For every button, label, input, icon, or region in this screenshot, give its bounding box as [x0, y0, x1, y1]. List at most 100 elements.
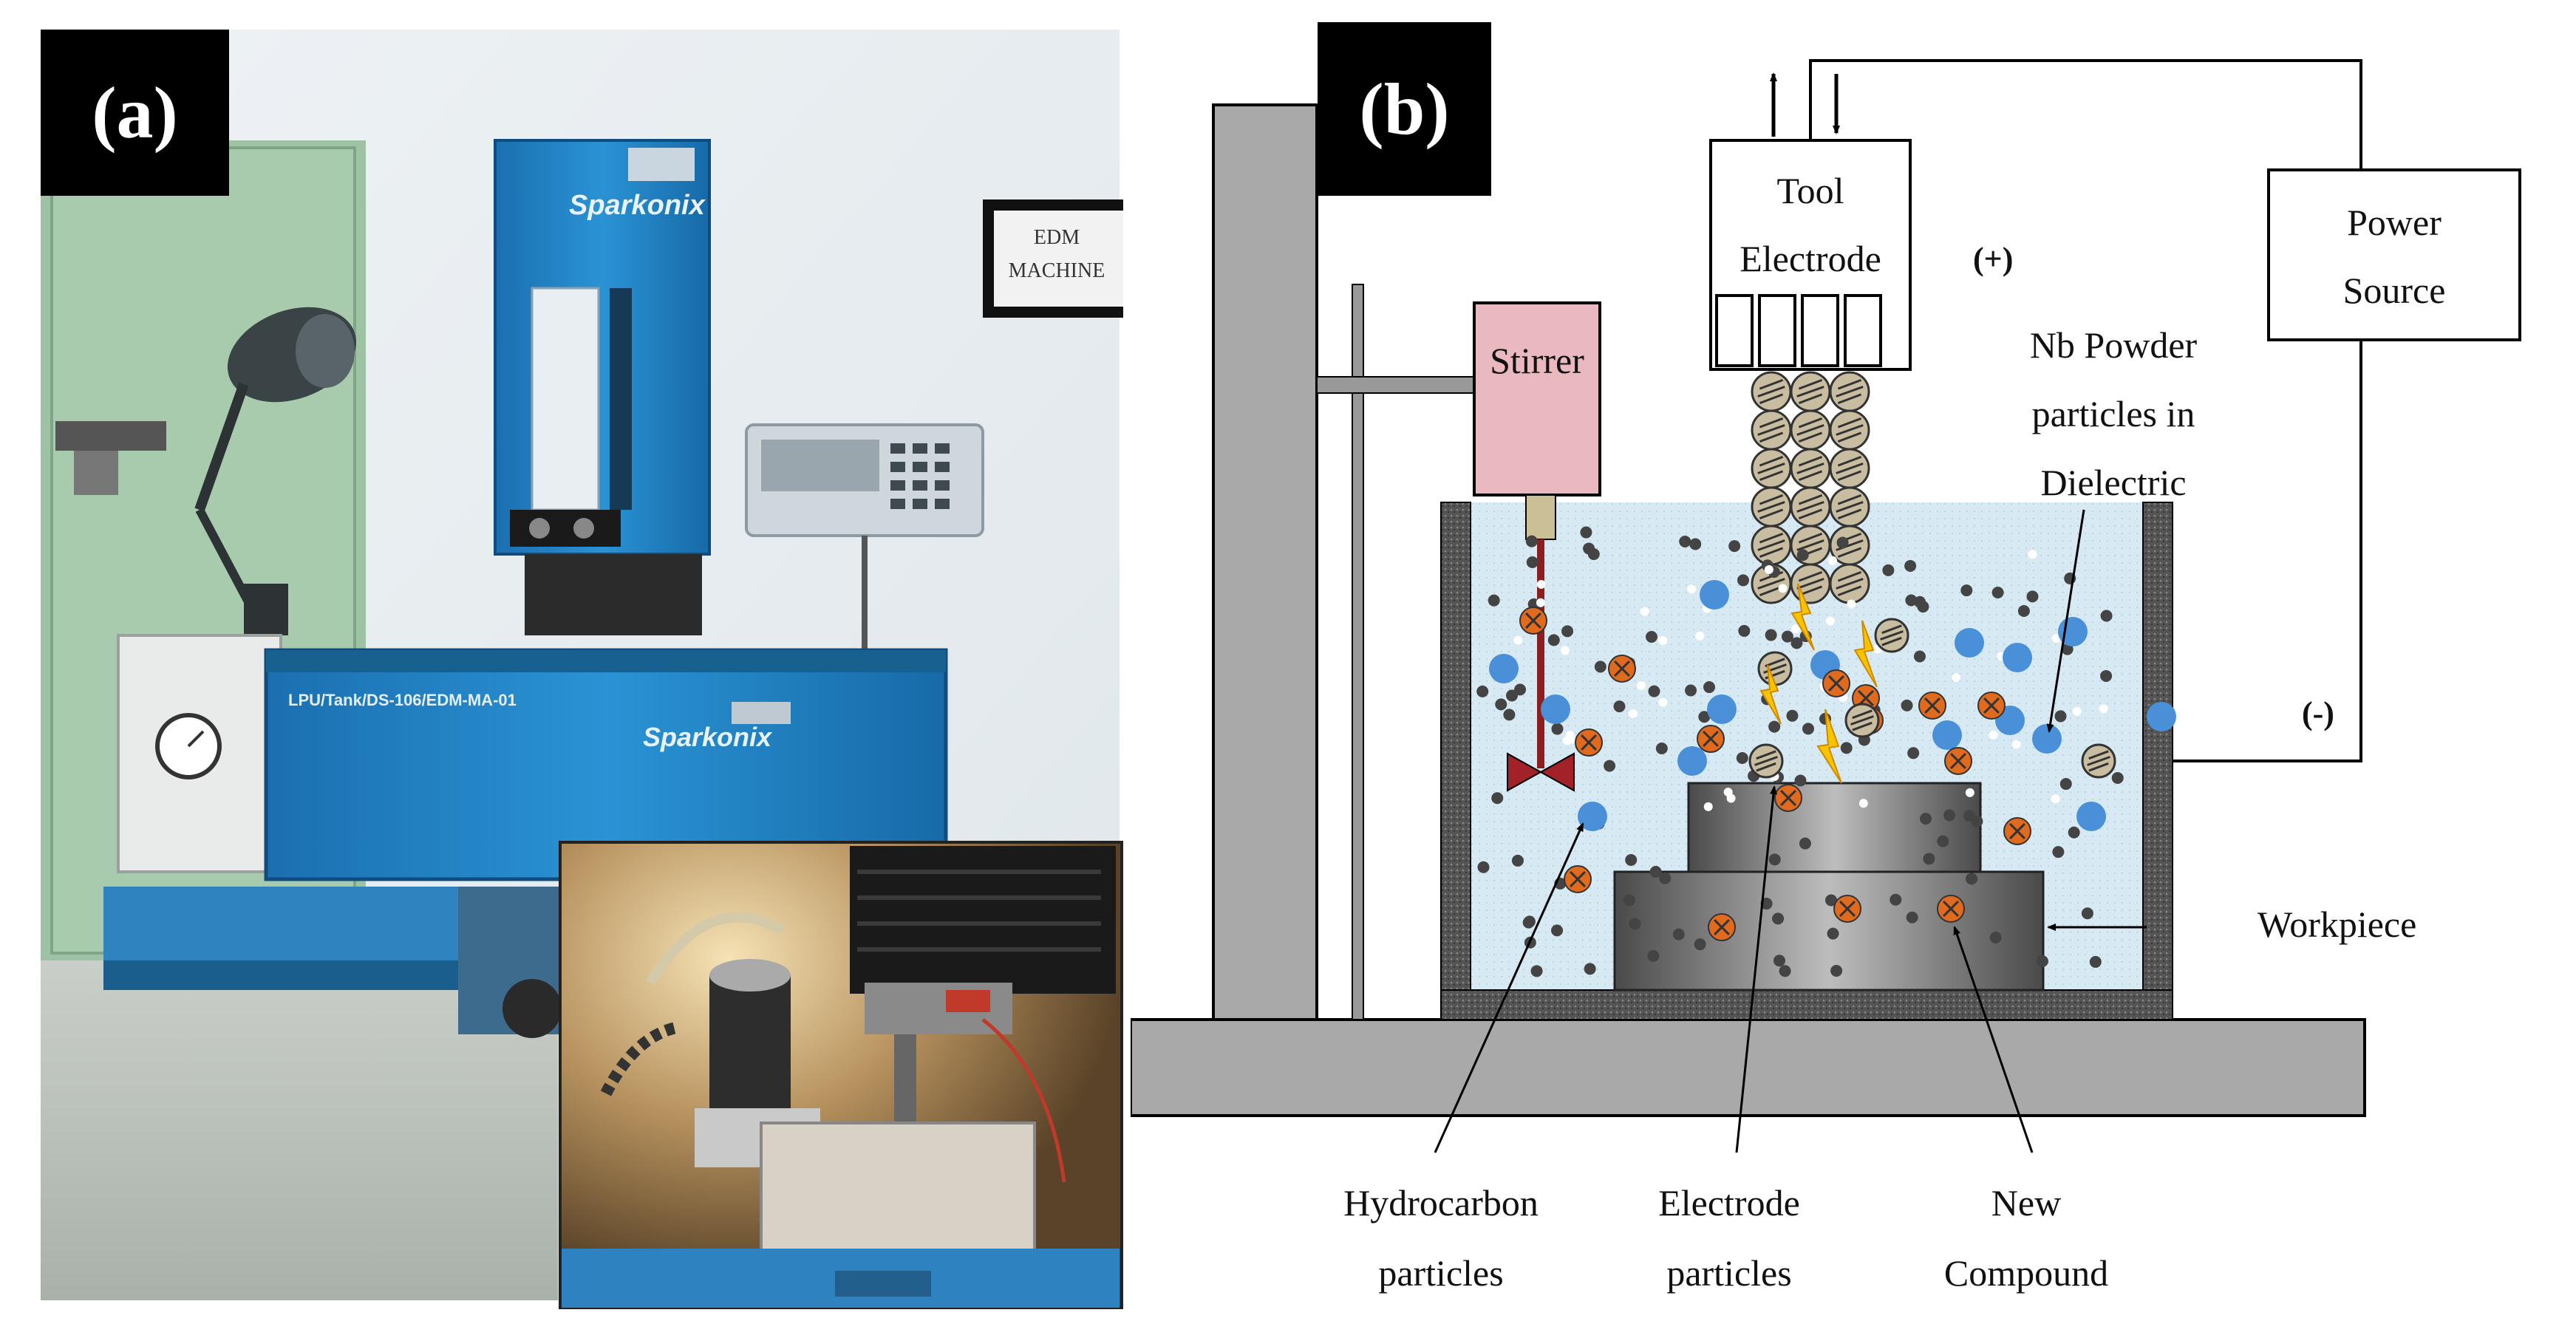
nb-label-line2: particles in — [2032, 393, 2195, 434]
dielectric-dot — [1772, 912, 1785, 925]
pointer-arrows — [1434, 509, 2147, 1153]
edm-machine-photo: EDM MACHINE Sparkonix — [41, 30, 1123, 1309]
new-compound-particle — [1937, 895, 1965, 923]
spark-icons — [1759, 583, 1878, 784]
dielectric-dot — [1796, 549, 1809, 562]
dielectric-dot — [1659, 872, 1672, 884]
electrode-particle — [1844, 703, 1880, 738]
dielectric-dot — [2054, 710, 2067, 723]
dielectric-dot — [1794, 774, 1807, 787]
inset-photo — [559, 841, 1123, 1309]
brand-top: Sparkonix — [569, 190, 706, 221]
dielectric-dot — [1858, 799, 1868, 808]
dielectric-dot — [1890, 893, 1902, 906]
dielectric-dot — [1917, 601, 1929, 613]
new-compound-particle — [1833, 895, 1861, 923]
dielectric-dot — [1723, 788, 1733, 797]
dielectric-dot — [1551, 924, 1564, 937]
dielectric-dot — [1629, 918, 1641, 930]
dielectric-dot — [1779, 965, 1791, 977]
dielectric-dot — [1768, 720, 1781, 733]
hydrocarbon-particle — [2147, 702, 2176, 731]
dielectric-dot — [1506, 689, 1519, 702]
hydrocarbon-particle — [2076, 802, 2106, 831]
hydrocarbon-particle — [1677, 746, 1707, 776]
dielectric-dot — [1913, 650, 1926, 663]
dielectric-dot — [1530, 965, 1543, 977]
dielectric-dot — [2051, 794, 2060, 804]
dielectric-dot — [1920, 813, 1932, 825]
dielectric-dot — [1966, 873, 1978, 885]
new-compound-particle — [1697, 725, 1725, 753]
dielectric-dot — [1786, 709, 1799, 722]
new-compound-particle — [2003, 817, 2031, 845]
electrode-particle — [1790, 563, 1831, 604]
dielectric-dot — [1764, 565, 1773, 575]
dielectric-dot — [1991, 586, 2004, 598]
electrode-particle — [1790, 409, 1831, 451]
dielectric-dot — [1703, 802, 1713, 811]
dielectric-dot — [1698, 711, 1711, 723]
new-compound-particle — [1575, 728, 1603, 757]
hydrocarbon-arrow — [1434, 822, 1584, 1153]
hydrocarbon-particle — [1932, 720, 1962, 750]
svg-text:MACHINE: MACHINE — [1009, 259, 1105, 282]
dielectric-dot — [1695, 631, 1705, 641]
tool-electrode: Tool Electrode (+) — [1709, 59, 2362, 762]
dielectric-dot — [1965, 788, 1974, 797]
dielectric-dot — [2051, 634, 2061, 644]
dielectric-dot — [1649, 865, 1662, 878]
dielectric-dot — [2011, 740, 2021, 749]
new-compound-arrow — [1953, 926, 2034, 1153]
power-label-line2: Source — [2343, 270, 2446, 311]
dielectric-dot — [1488, 594, 1500, 607]
dielectric-dot — [1836, 536, 1849, 549]
dielectric-particles — [1476, 526, 2176, 977]
tool-label-line1: Tool — [1777, 170, 1844, 211]
dielectric-dot — [2111, 771, 2124, 784]
dielectric-dot — [2068, 826, 2080, 839]
hydrocarbon-particle — [1541, 694, 1570, 724]
dielectric-dot — [1773, 955, 1785, 967]
stirrer: Stirrer — [1473, 301, 1601, 792]
dielectric-dot — [1882, 564, 1895, 576]
dielectric-dot — [1613, 700, 1626, 713]
dielectric-dot — [1604, 760, 1616, 772]
dielectric-dot — [1477, 861, 1490, 873]
electrode-particle — [1790, 371, 1831, 412]
dielectric-dot — [2026, 590, 2039, 603]
tool-polarity: (+) — [1973, 241, 2013, 277]
electrode-particle — [1790, 525, 1831, 566]
power-box — [2267, 168, 2521, 341]
nb-powder-arrow — [2046, 509, 2085, 733]
dielectric-dot — [1937, 835, 1949, 847]
dielectric-dot — [1694, 938, 1706, 951]
wire-positive — [1809, 59, 2362, 170]
dielectric-dot — [1655, 742, 1668, 754]
electrode-particle-stack — [1751, 371, 1870, 604]
dielectric-dot — [1584, 963, 1596, 975]
dielectric-dot — [1658, 697, 1668, 707]
dielectric-dot — [1513, 635, 1523, 645]
wall-sign-text: EDM — [1034, 226, 1080, 249]
dielectric-dot — [1476, 685, 1489, 697]
new-compound-particle — [1519, 607, 1547, 635]
dielectric-dot — [1923, 853, 1935, 865]
electrode-particle — [1751, 409, 1792, 451]
panel-b-label: (b) — [1318, 22, 1491, 196]
brand-front: Sparkonix — [643, 722, 773, 752]
dielectric-dot — [1738, 624, 1751, 637]
tank-plate: LPU/Tank/DS-106/EDM-MA-01 — [288, 691, 517, 709]
dielectric-dot — [1565, 731, 1575, 740]
dielectric-dot — [1840, 742, 1853, 754]
panel-a-photo: EDM MACHINE Sparkonix — [0, 0, 1131, 1338]
side-fixture — [55, 421, 166, 495]
new-compound-particle — [1944, 747, 1972, 775]
dielectric-dot — [1625, 853, 1638, 866]
dielectric-dot — [1781, 630, 1793, 643]
dielectric-dot — [1495, 698, 1507, 711]
dielectric-dot — [1647, 949, 1660, 962]
dielectric-dot — [1525, 535, 1538, 547]
electrode-particle — [2081, 743, 2116, 779]
lamp — [194, 307, 357, 638]
